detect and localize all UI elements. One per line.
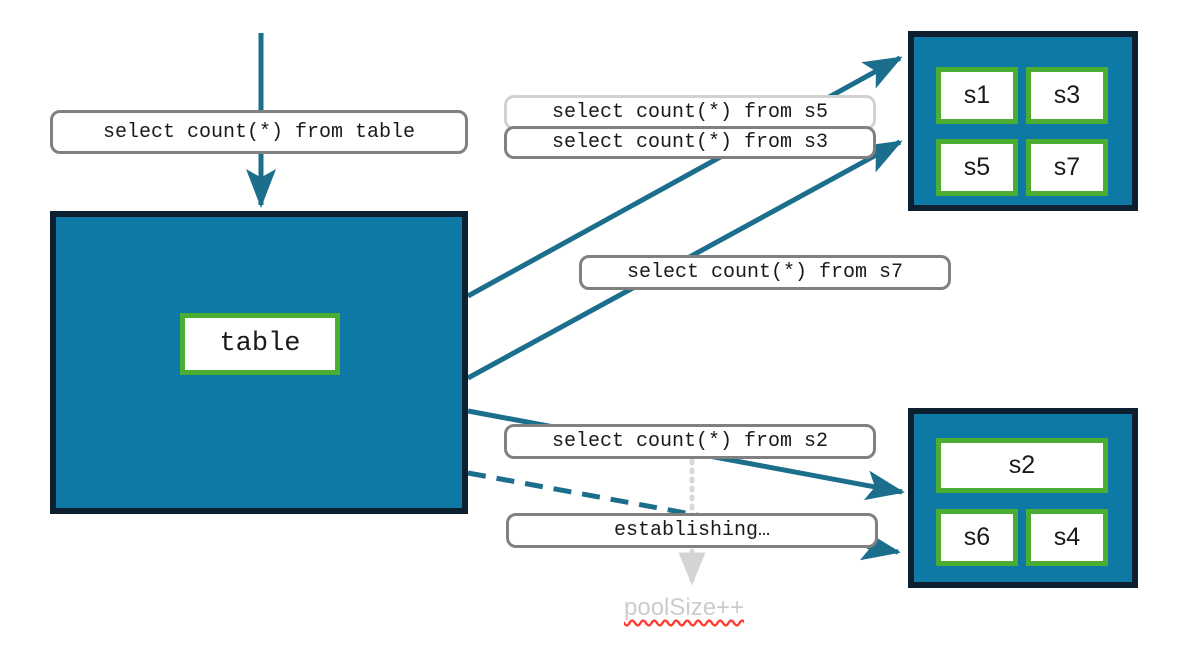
query-label-s3[interactable]: select count(*) from s3 [504,126,876,159]
cell-s6[interactable]: s6 [936,509,1018,566]
query-label-s5[interactable]: select count(*) from s5 [504,95,876,130]
cell-s3[interactable]: s3 [1026,67,1108,124]
query-label-s7[interactable]: select count(*) from s7 [579,255,951,290]
cell-table[interactable]: table [180,313,340,375]
cell-s7[interactable]: s7 [1026,139,1108,196]
cell-s1[interactable]: s1 [936,67,1018,124]
cell-s2[interactable]: s2 [936,438,1108,493]
annotation-poolsize: poolSize++ [624,594,745,621]
query-label-s2[interactable]: select count(*) from s2 [504,424,876,459]
query-label-establishing[interactable]: establishing… [506,513,878,548]
cell-s5[interactable]: s5 [936,139,1018,196]
query-label-table[interactable]: select count(*) from table [50,110,468,154]
table-group-box[interactable] [50,211,468,514]
cell-s4[interactable]: s4 [1026,509,1108,566]
